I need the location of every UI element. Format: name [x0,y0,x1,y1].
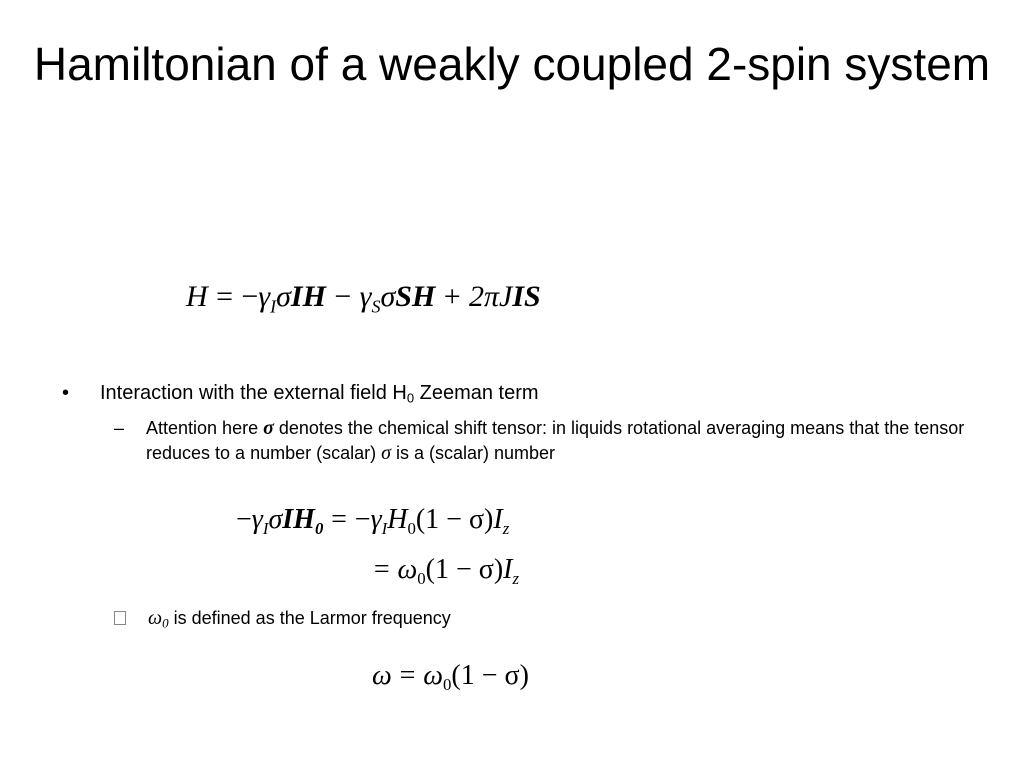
eq3-omega-sub: 0 [417,568,426,588]
sub-bullet-attention: – Attention here σ denotes the chemical … [114,416,974,466]
eq3-I-sub: z [512,568,520,588]
eq3-equals: = [373,554,390,585]
bullet-interaction: •Interaction with the external field H0 … [62,380,539,406]
eq2-H-sub: 0 [407,518,416,538]
eq-plus: + [443,280,461,313]
eq2-equals: = [331,504,347,535]
zeeman-equation-line1: −γIσIH0=−γIH0(1 − σ)Iz [236,504,510,538]
sub-bullet-marker: – [114,418,125,438]
eq4-omega0-sub: 0 [443,674,452,694]
eq4-omega: ω [372,660,392,691]
eq2-paren: (1 − σ) [415,504,494,535]
eq2-minus: − [236,504,252,535]
eq2-rhs-minus: − [354,504,371,535]
eq2-sigma: σ [268,504,283,535]
eq2-sub-I: I [262,518,269,538]
eq2-IH: IH [282,504,315,535]
eq-equals: = [216,280,233,313]
eq2-sub-I-r: I [381,518,388,538]
eq-minus: − [241,280,259,313]
eq-J: J [499,280,513,313]
sub-bullet-text: Attention here σ denotes the chemical sh… [146,416,974,466]
eq4-paren: (1 − σ) [451,660,529,691]
eq-IS: IS [512,280,541,313]
larmor-omega-symbol: ω [148,607,163,629]
eq-sigma-2: σ [380,280,396,313]
eq-IH: IH [290,280,326,313]
sub-bullet-larmor: ω0 is defined as the Larmor frequency [114,606,451,631]
eq3-I: I [503,554,513,585]
eq-gamma-I: γ [258,280,271,313]
eq4-equals: = [399,660,416,691]
eq-sigma: σ [276,280,291,313]
eq2-H: H [387,504,408,535]
eq-sub-I: I [270,296,277,317]
eq-SH: SH [395,280,436,313]
zeeman-equation-line2: =ω0(1 − σ)Iz [366,554,520,588]
missing-glyph-icon [114,611,126,625]
eq3-paren: (1 − σ) [425,554,504,585]
sigma-symbol-bold: σ [263,417,274,439]
eq2-gamma-r: γ [370,504,382,535]
larmor-text: is defined as the Larmor frequency [168,608,451,628]
eq-two-pi: 2π [469,280,500,313]
eq2-I: I [493,504,503,535]
eq-sub-S: S [371,296,381,317]
eq3-omega: ω [397,554,418,585]
bullet-subscript: 0 [406,390,415,406]
bullet-marker: • [62,382,70,404]
bullet-text: Interaction with the external field H [100,382,407,404]
larmor-omega: ω0 [148,607,169,629]
eq2-sub-0: 0 [314,518,324,538]
eq2-I-sub: z [502,518,510,538]
slide-title: Hamiltonian of a weakly coupled 2-spin s… [33,38,991,90]
eq-gamma-S: γ [359,280,372,313]
bullet-text-after: Zeeman term [414,382,539,404]
eq2-gamma: γ [251,504,263,535]
eq-minus-2: − [334,280,352,313]
larmor-omega-sub: 0 [162,615,169,631]
larmor-equation: ω=ω0(1 − σ) [372,660,529,694]
sub-bullet-text-middle: denotes the chemical shift tensor: in li… [146,418,965,463]
sub-bullet-text-after: is a (scalar) number [390,443,556,463]
sub-bullet-text-before: Attention here [146,418,264,438]
eq-symbol-H: H [186,280,208,313]
sigma-symbol: σ [381,442,391,464]
hamiltonian-equation: H=−γIσIH−γSσSH+2πJIS [186,280,541,317]
eq4-omega0: ω [423,660,444,691]
